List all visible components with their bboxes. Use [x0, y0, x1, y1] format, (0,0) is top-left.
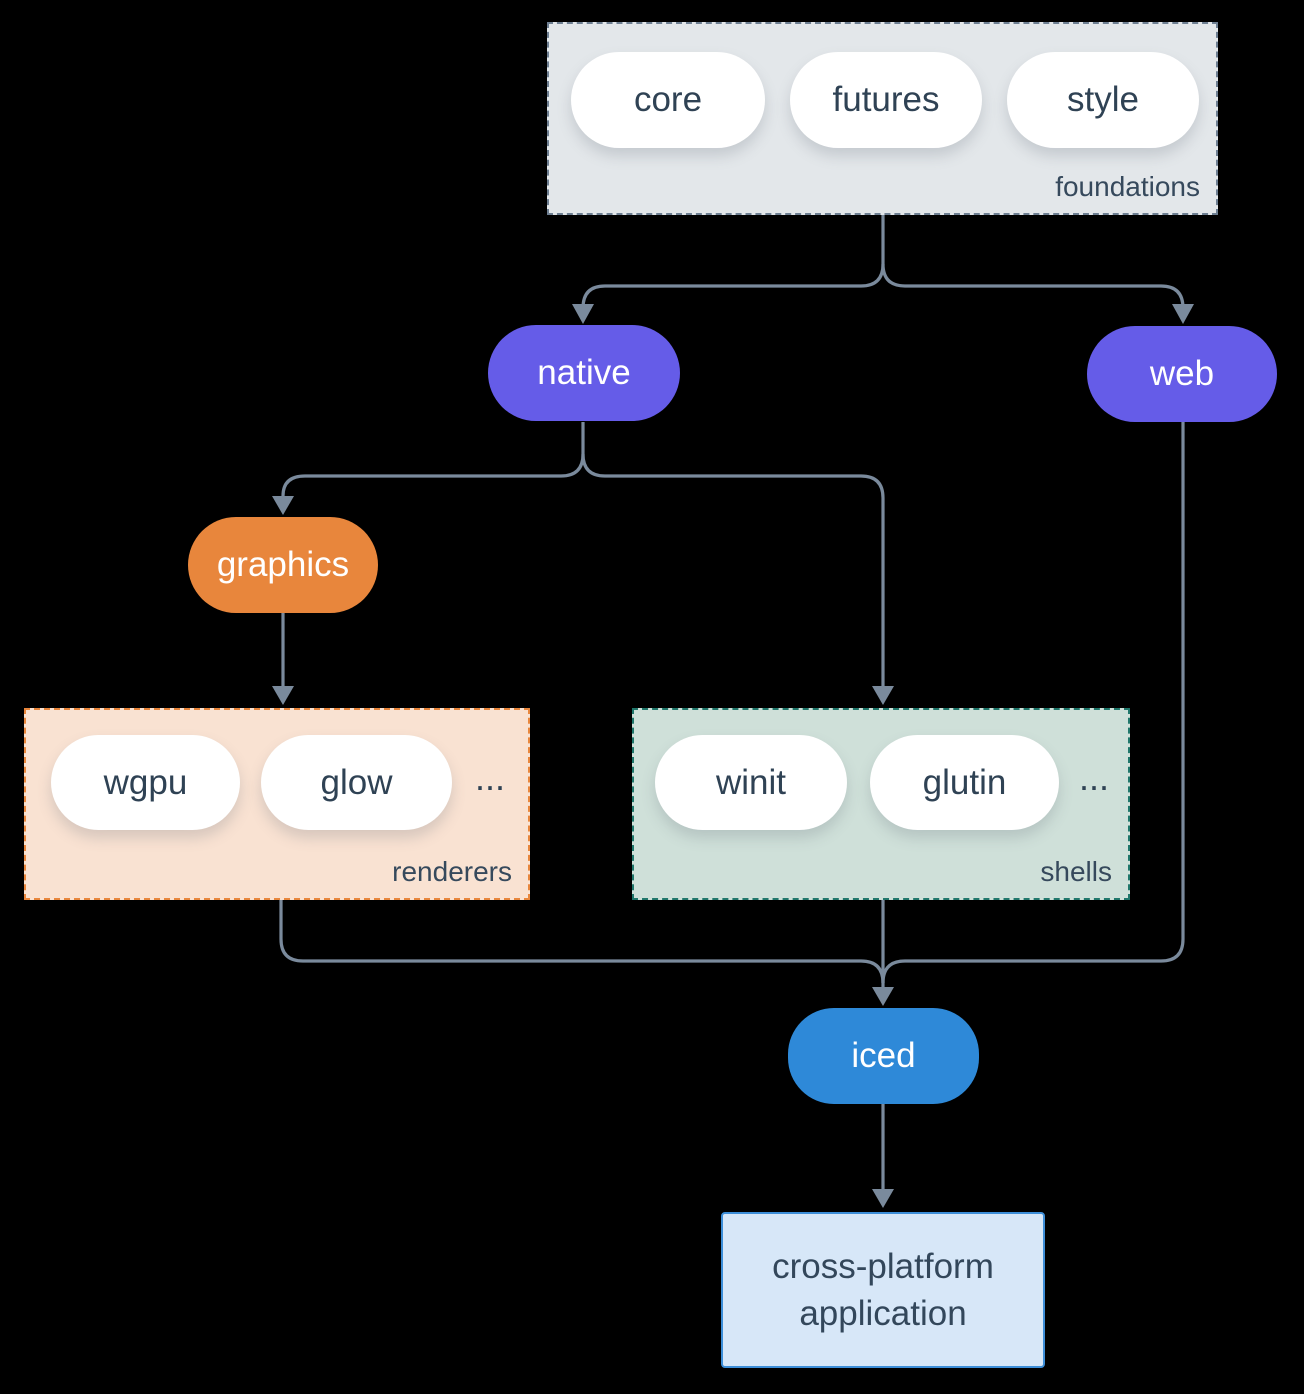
node-style: style: [1007, 52, 1199, 148]
node-futures: futures: [790, 52, 982, 148]
node-core: core: [571, 52, 765, 148]
node-winit-label: winit: [715, 762, 787, 802]
node-futures-label: futures: [832, 80, 940, 119]
arrowhead-renderers: [272, 686, 294, 705]
group-foundations: core futures style foundations: [547, 22, 1218, 215]
group-foundations-label: foundations: [1055, 171, 1200, 202]
group-shells-label: shells: [1040, 856, 1112, 887]
node-iced: iced: [788, 1008, 979, 1104]
node-glow: glow: [261, 735, 452, 830]
arrowhead-web: [1172, 304, 1194, 324]
node-web: web: [1087, 326, 1277, 422]
node-web-label: web: [1149, 354, 1215, 393]
group-shells: winit glutin ... shells: [632, 708, 1130, 900]
arrowhead-graphics: [272, 496, 294, 515]
node-wgpu-label: wgpu: [103, 762, 188, 802]
group-renderers-label: renderers: [392, 856, 512, 887]
renderers-ellipsis: ...: [474, 757, 505, 798]
node-native: native: [488, 325, 680, 421]
node-native-label: native: [537, 353, 631, 392]
arrowhead-application: [872, 1189, 894, 1208]
edge-foundations-web: [881, 263, 1185, 309]
arrowhead-shells: [872, 686, 894, 705]
node-graphics-label: graphics: [216, 545, 350, 584]
node-application-label: cross-platform application: [772, 1247, 994, 1333]
edge-foundations-native: [581, 215, 885, 309]
shells-ellipsis: ...: [1078, 757, 1109, 798]
node-wgpu: wgpu: [51, 735, 240, 830]
node-core-label: core: [633, 80, 703, 119]
arrowhead-iced: [872, 987, 894, 1006]
group-renderers: wgpu glow ... renderers: [24, 708, 530, 900]
node-winit: winit: [655, 735, 847, 830]
node-iced-label: iced: [851, 1036, 916, 1075]
node-application: cross-platform application: [721, 1212, 1045, 1368]
node-style-label: style: [1067, 80, 1139, 119]
arrowhead-native: [572, 304, 594, 324]
node-glutin-label: glutin: [922, 762, 1007, 802]
node-graphics: graphics: [188, 517, 378, 613]
edge-renderers-iced: [279, 900, 885, 984]
node-glutin: glutin: [870, 735, 1059, 830]
edge-native-shells: [581, 453, 885, 686]
edge-native-graphics: [281, 422, 585, 497]
node-glow-label: glow: [320, 762, 393, 802]
